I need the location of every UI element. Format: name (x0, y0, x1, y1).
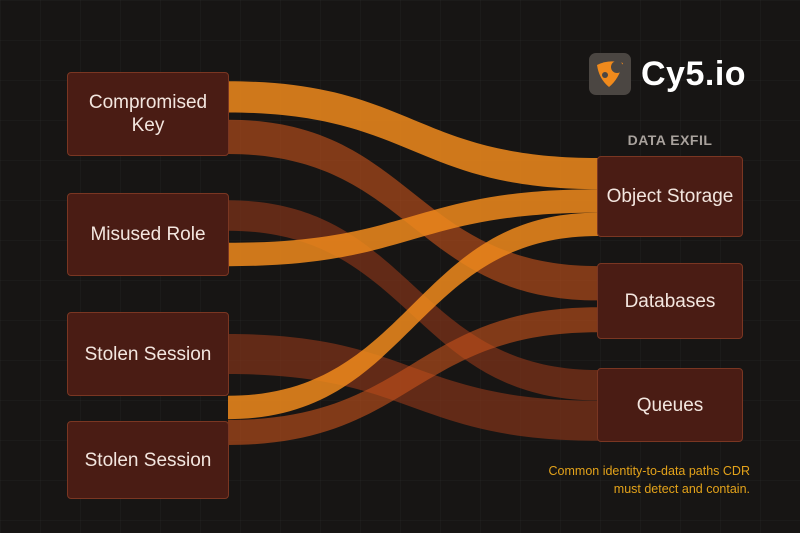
brand-logo: Cy5.io (589, 53, 746, 95)
flow-ck-to-os (228, 81, 598, 190)
target-node-databases: Databases (597, 263, 743, 339)
flow-mr-to-q (228, 200, 598, 401)
cy5-logo-icon (589, 53, 631, 95)
caption: Common identity-to-data paths CDR must d… (549, 462, 750, 498)
data-exfil-header: DATA EXFIL (627, 132, 713, 148)
source-node-misused-role: Misused Role (67, 193, 229, 276)
caption-line-1: Common identity-to-data paths CDR (548, 464, 750, 478)
source-node-stolen-session-2: Stolen Session (67, 421, 229, 499)
caption-line-2: must detect and contain. (613, 482, 750, 496)
brand-name: Cy5.io (641, 54, 747, 93)
flow-ss2-to-os (228, 212, 598, 420)
target-node-object-storage: Object Storage (597, 156, 743, 237)
source-node-compromised-key: Compromised Key (67, 72, 229, 156)
source-node-stolen-session-1: Stolen Session (67, 312, 229, 396)
target-node-queues: Queues (597, 368, 743, 442)
flow-ss2-to-db (228, 307, 598, 445)
flow-mr-to-os (228, 189, 598, 267)
